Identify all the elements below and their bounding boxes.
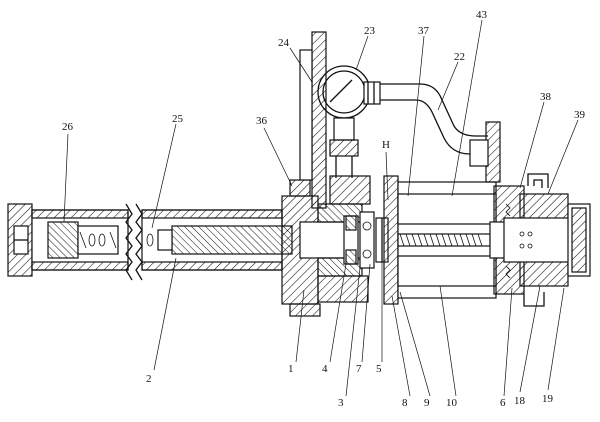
- callout-19: 19: [542, 393, 554, 405]
- cylinder-body: [397, 181, 497, 299]
- callout-6: 6: [500, 397, 506, 409]
- callout-3: 3: [338, 397, 344, 409]
- callout-10: 10: [446, 397, 458, 409]
- callout-5: 5: [376, 363, 382, 375]
- callout-25: 25: [172, 113, 184, 125]
- callout-H: H: [382, 139, 390, 151]
- callout-23: 23: [364, 25, 376, 37]
- callout-2: 2: [146, 373, 152, 385]
- right-end-assembly: [489, 173, 591, 307]
- callout-9: 9: [424, 397, 430, 409]
- callout-1: 1: [288, 363, 294, 375]
- callout-38: 38: [540, 91, 552, 103]
- callout-labels: 24 23 37 43 22 38 39 26 25 36 H 2 1 4 3 …: [62, 9, 586, 409]
- callout-7: 7: [356, 363, 362, 375]
- callout-8: 8: [402, 397, 408, 409]
- callout-39: 39: [574, 109, 586, 121]
- callout-22: 22: [454, 51, 465, 63]
- callout-24: 24: [278, 37, 290, 49]
- callout-4: 4: [322, 363, 328, 375]
- callout-43: 43: [476, 9, 488, 21]
- central-housing: [281, 175, 399, 317]
- callout-18: 18: [514, 395, 526, 407]
- callout-37: 37: [418, 25, 430, 37]
- left-tube-assembly: [7, 203, 293, 281]
- callout-36: 36: [256, 115, 268, 127]
- callout-26: 26: [62, 121, 74, 133]
- leader-lines: [63, 19, 579, 397]
- top-valve-assembly: [299, 31, 501, 209]
